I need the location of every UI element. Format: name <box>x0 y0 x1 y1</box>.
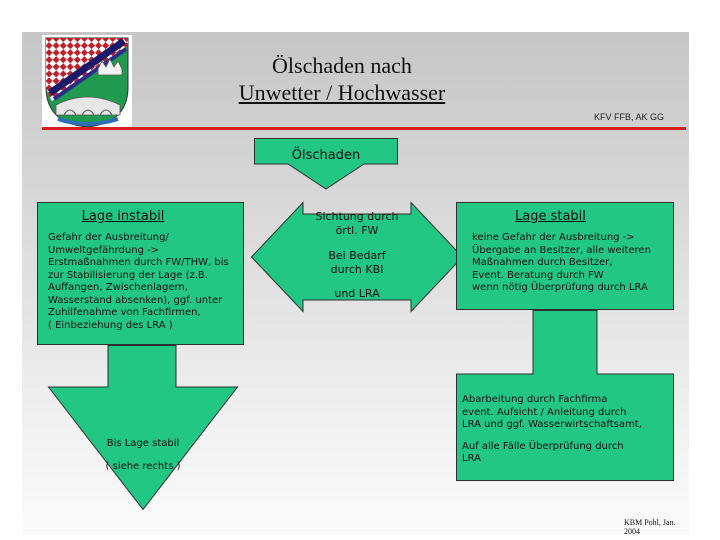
lage-stabil-box: Lage stabil keine Gefahr der Ausbreitung… <box>456 202 674 310</box>
siehe-rechts-label: ( siehe rechts ) <box>105 461 181 472</box>
organization-label: KFV FFB, AK GG <box>594 112 665 122</box>
bis-lage-stabil-label: Bis Lage stabil <box>106 438 180 449</box>
lage-stabil-title: Lage stabil <box>515 209 586 224</box>
center-arrow-text: Sichtung durch örtl. FW Bei Bedarf durch… <box>303 210 411 301</box>
sichtung-line-2: örtl. FW <box>335 224 379 237</box>
oelschaden-label: Ölschaden <box>291 148 361 163</box>
lage-stabil-text: keine Gefahr der Ausbreitung -> Übergabe… <box>472 232 651 293</box>
bis-lage-stabil-arrow <box>47 345 239 511</box>
lage-instabil-text: Gefahr der Ausbreitung/ Umweltgefährdung… <box>48 232 229 331</box>
abarbeitung-text: Abarbeitung durch Fachfirma event. Aufsi… <box>462 394 642 464</box>
footer-credit: KBM Pohl, Jan. 2004 <box>624 518 676 536</box>
lage-instabil-title: Lage instabil <box>81 209 165 224</box>
header-divider <box>42 127 686 130</box>
title-line-1: Ölschaden nach <box>272 53 412 78</box>
sichtung-line-1: Sichtung durch <box>315 210 399 223</box>
title-line-2: Unwetter / Hochwasser <box>238 80 446 105</box>
slide: Ölschaden nach Unwetter / Hochwasser KFV… <box>22 32 689 536</box>
abarbeitung-arrow <box>456 310 674 481</box>
lage-instabil-box: Lage instabil Gefahr der Ausbreitung/ Um… <box>37 202 244 345</box>
district-coat-of-arms-icon <box>42 35 132 129</box>
slide-title: Ölschaden nach Unwetter / Hochwasser <box>222 52 462 106</box>
bedarf-line-1: Bei Bedarf <box>328 249 386 262</box>
bedarf-line-2: durch KBI <box>330 263 384 276</box>
lra-line: und LRA <box>334 287 380 300</box>
oelschaden-arrow-node <box>254 138 398 190</box>
